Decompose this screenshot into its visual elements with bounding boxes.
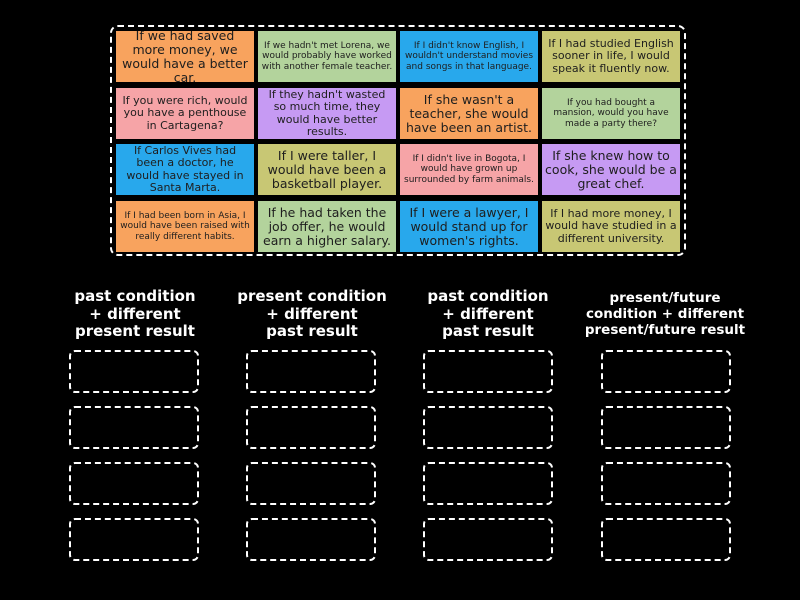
category-heading: present/future condition + different pre… [580, 290, 750, 339]
sentence-card[interactable]: If she knew how to cook, she would be a … [542, 144, 680, 195]
drop-slot[interactable] [423, 406, 553, 449]
category-heading: present condition + different past resul… [227, 287, 397, 341]
drop-slot[interactable] [246, 518, 376, 561]
heading-line: past condition [427, 287, 549, 305]
drop-slot[interactable] [601, 518, 731, 561]
heading-line: present/future result [584, 321, 746, 338]
sentence-card[interactable]: If she wasn't a teacher, she would have … [400, 88, 538, 139]
sentence-card[interactable]: If Carlos Vives had been a doctor, he wo… [116, 144, 254, 195]
heading-line: + different [442, 304, 534, 323]
drop-slot[interactable] [601, 462, 731, 505]
sentence-card[interactable]: If I had been born in Asia, I would have… [116, 201, 254, 252]
sentence-card[interactable]: If they hadn't wasted so much time, they… [258, 88, 396, 139]
drop-slot[interactable] [601, 350, 731, 393]
category-heading: past condition + different past result [403, 287, 573, 341]
drop-slot[interactable] [423, 350, 553, 393]
sentence-card[interactable]: If you had bought a mansion, would you h… [542, 88, 680, 139]
heading-line: + different [89, 304, 181, 323]
sentence-card[interactable]: If you were rich, would you have a penth… [116, 88, 254, 139]
heading-line: present condition [237, 287, 387, 305]
sentence-card[interactable]: If I were a lawyer, I would stand up for… [400, 201, 538, 252]
heading-line: past result [266, 322, 358, 341]
drop-slot[interactable] [423, 462, 553, 505]
sentence-card[interactable]: If I were taller, I would have been a ba… [258, 144, 396, 195]
sentence-card[interactable]: If I didn't live in Bogota, I would have… [400, 144, 538, 195]
drop-slot[interactable] [246, 350, 376, 393]
heading-line: condition + different [585, 305, 745, 322]
sentence-card[interactable]: If we hadn't met Lorena, we would probab… [258, 31, 396, 82]
drop-slot[interactable] [69, 518, 199, 561]
card-pool: If we had saved more money, we would hav… [110, 25, 686, 256]
drop-slot[interactable] [69, 406, 199, 449]
heading-line: past condition [74, 287, 196, 305]
sentence-card[interactable]: If I had studied English sooner in life,… [542, 31, 680, 82]
drop-slot[interactable] [69, 350, 199, 393]
heading-line: past result [442, 322, 534, 341]
sentence-card[interactable]: If I didn't know English, I wouldn't und… [400, 31, 538, 82]
sentence-card[interactable]: If I had more money, I would have studie… [542, 201, 680, 252]
drop-slot[interactable] [423, 518, 553, 561]
drop-slot[interactable] [69, 462, 199, 505]
drop-slot[interactable] [246, 462, 376, 505]
sentence-card[interactable]: If we had saved more money, we would hav… [116, 31, 254, 82]
drop-slot[interactable] [246, 406, 376, 449]
heading-line: + different [266, 304, 358, 323]
sentence-card[interactable]: If he had taken the job offer, he would … [258, 201, 396, 252]
heading-line: present result [75, 322, 195, 341]
category-heading: past condition + different present resul… [50, 287, 220, 341]
heading-line: present/future [609, 290, 721, 306]
drop-slot[interactable] [601, 406, 731, 449]
